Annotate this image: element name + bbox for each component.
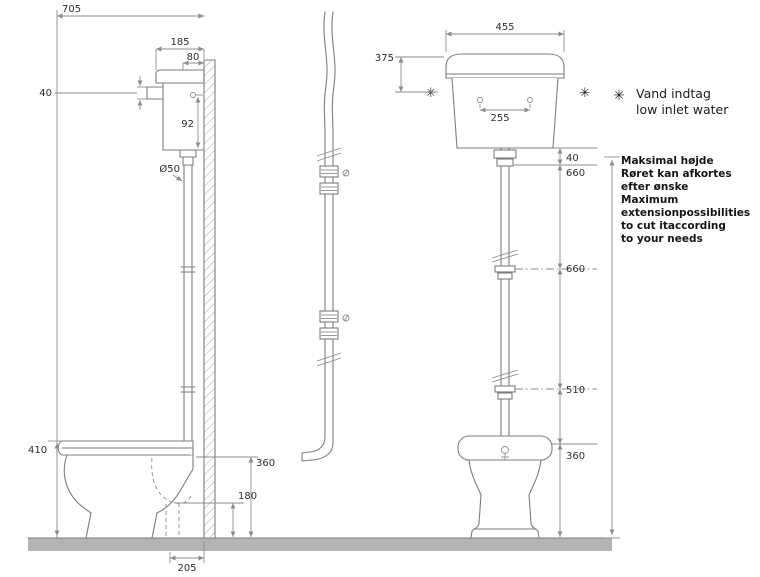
note-line-5: extensionpossibilities [621, 207, 750, 219]
pipe-detail-right-edge [301, 11, 336, 462]
pan-side-bowl [63, 454, 194, 539]
break-mark [316, 147, 342, 157]
inlet-star-left: ✳ [426, 86, 437, 101]
dim-92-label: 92 [181, 119, 194, 130]
cistern-outlet-nut [179, 149, 197, 158]
dim-410-label: 410 [28, 445, 47, 456]
wall-hatch [204, 60, 215, 538]
inlet-legend-line2: low inlet water [636, 102, 729, 117]
break-mark [316, 352, 342, 362]
cut-note: Maksimal højde Røret kan afkortes efter … [621, 155, 750, 245]
dim-510-label: 510 [566, 385, 585, 396]
cistern-front: 255 [445, 53, 565, 149]
dim-360-side-label: 360 [256, 458, 275, 469]
water-inlet-boss [146, 86, 164, 100]
dim-205-label: 205 [177, 563, 196, 574]
pipe-connector-upper [319, 165, 350, 195]
front-view-dimensions: 455 375 40 660 660 510 360 [375, 22, 620, 539]
cistern-side-lid [155, 69, 205, 84]
dim-705-label: 705 [62, 4, 81, 15]
note-line-1: Maksimal højde [621, 155, 714, 167]
dim-180-label: 180 [238, 491, 257, 502]
note-line-6: to cut itaccording [621, 220, 726, 232]
dim-660-upper-label: 660 [566, 168, 585, 179]
dim-360-front-label: 360 [566, 451, 585, 462]
inlet-star-right: ✳ [580, 86, 591, 101]
trap-hidden-line [151, 457, 193, 504]
cistern-hole [190, 92, 196, 98]
dim-185-label: 185 [170, 37, 189, 48]
dim-660-mid-label: 660 [566, 264, 585, 275]
fitting-marker [342, 169, 350, 177]
flush-pipe-side [180, 164, 196, 445]
fitting-marker [342, 314, 350, 322]
cistern-side [146, 69, 205, 166]
pipe-diameter-label: Ø50 [159, 163, 180, 175]
inlet-legend: ✳ Vand indtag low inlet water [613, 86, 729, 117]
cistern-outlet-nut-front [493, 149, 517, 159]
toilet-pan-front [457, 435, 553, 539]
side-view: 705 185 80 40 92 Ø50 410 [28, 4, 275, 574]
note-line-7: to your needs [621, 233, 703, 245]
inlet-legend-star: ✳ [613, 88, 625, 104]
note-line-4: Maximum [621, 194, 678, 206]
dimension-chain: 40 660 660 510 360 [514, 147, 597, 537]
dim-455-label: 455 [495, 22, 514, 33]
cistern-side-body [162, 82, 205, 151]
dim-375-label: 375 [375, 53, 394, 64]
toilet-pan-side [57, 440, 194, 539]
cistern-hole-left [477, 97, 483, 103]
front-view: 255 ✳ ✳ 455 375 [375, 22, 620, 539]
cistern-hole-right [527, 97, 533, 103]
cistern-front-body [451, 77, 559, 149]
flush-pipe-detail [301, 11, 350, 462]
dim-40-side-label: 40 [39, 88, 52, 99]
floor-band [28, 538, 612, 551]
wall [203, 59, 216, 539]
cistern-front-lid [445, 53, 565, 79]
dim-80-label: 80 [187, 52, 200, 63]
inlet-legend-line1: Vand indtag [636, 86, 711, 101]
floor [27, 537, 613, 551]
flush-pipe-front [491, 147, 519, 443]
side-view-dimensions: 705 185 80 40 92 Ø50 410 [28, 4, 275, 574]
max-height-bracket [604, 156, 620, 539]
dim-40-front-label: 40 [566, 153, 579, 164]
note-line-2: Røret kan afkortes [621, 168, 732, 180]
pipe-connector-lower [319, 310, 350, 340]
pipe-detail-left-edge [301, 11, 328, 454]
note-line-3: efter ønske [621, 181, 688, 193]
dim-255-label: 255 [490, 113, 509, 124]
pipe-pan-connector [501, 446, 509, 454]
